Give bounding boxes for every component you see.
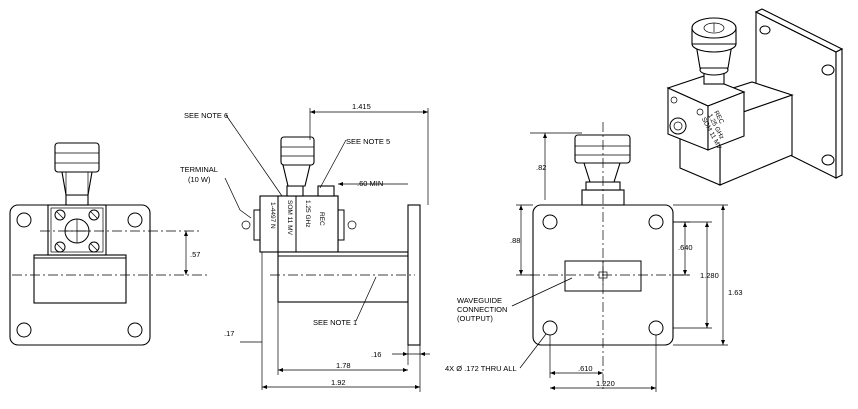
svg-text:SOM 11 MV: SOM 11 MV	[286, 200, 293, 236]
see-note-6: SEE NOTE 6	[184, 111, 228, 120]
dim-end-1280: 1.280	[700, 271, 719, 280]
see-note-5: SEE NOTE 5	[346, 137, 390, 146]
dim-side-192: 1.92	[331, 378, 346, 387]
dim-end-88: .88	[510, 236, 520, 245]
svg-text:1.25 GHz: 1.25 GHz	[304, 200, 311, 227]
front-view: .57 TERMINAL (10 W)	[9, 142, 252, 346]
dim-end-1220: 1.220	[596, 379, 615, 388]
svg-text:REC: REC	[318, 212, 325, 226]
body-marking-rec: REC	[318, 212, 325, 226]
hole-callout: 4X Ø .172 THRU ALL	[445, 364, 517, 373]
isometric-view: REC 1.25 GHz SOM 11 MV	[666, 8, 844, 186]
svg-text:1-4497 N: 1-4497 N	[269, 202, 276, 229]
body-marking-mid: SOM 11 MV	[286, 200, 293, 236]
dim-front-57: .57	[190, 250, 200, 259]
dim-end-163: 1.63	[728, 288, 743, 297]
end-view: .82 .88 .640 1.280 1.63 .610	[445, 122, 743, 392]
waveguide-label-2: CONNECTION	[457, 305, 507, 314]
dim-end-82: .82	[536, 163, 546, 172]
see-note-1: SEE NOTE 1	[313, 318, 357, 327]
waveguide-label-3: (OUTPUT)	[457, 314, 493, 323]
body-marking-left: 1-4497 N	[269, 202, 276, 229]
waveguide-label-1: WAVEGUIDE	[457, 296, 502, 305]
dim-side-60-min: .60 MIN	[357, 179, 383, 188]
terminal-label-2: (10 W)	[188, 175, 211, 184]
dim-side-1415: 1.415	[352, 102, 371, 111]
dim-end-640: .640	[678, 243, 693, 252]
dim-end-610: .610	[578, 364, 593, 373]
dim-side-178: 1.78	[336, 361, 351, 370]
dim-front-17: .17	[224, 329, 234, 338]
terminal-label-1: TERMINAL	[180, 165, 218, 174]
dim-side-16: .16	[371, 350, 381, 359]
side-view: 1-4497 N SOM 11 MV 1.25 GHz REC SEE NOTE…	[184, 102, 430, 392]
body-marking-right: 1.25 GHz	[304, 200, 311, 227]
